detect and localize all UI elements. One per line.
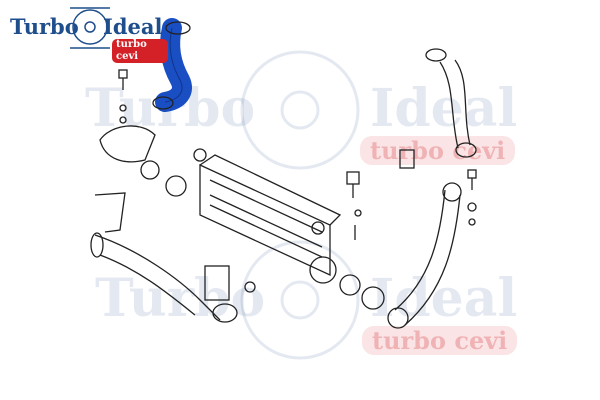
- watermark-word-ideal: Ideal: [370, 78, 518, 139]
- watermark-turbine-icon: [240, 50, 360, 360]
- bolts-right: [467, 169, 477, 226]
- hose-outline: [164, 27, 183, 103]
- clamp-ring: [165, 175, 187, 197]
- intercooler: [193, 148, 342, 284]
- bolts-left: [118, 69, 128, 124]
- watermark-word-ideal: Ideal: [370, 268, 518, 329]
- logo-word-ideal: Ideal: [103, 14, 163, 39]
- hose-clamp: [425, 48, 447, 62]
- lower-left-pipe: [94, 234, 221, 321]
- o-ring: [140, 160, 160, 180]
- hose-clamp: [455, 142, 477, 158]
- logo-badge: turbo cevi: [112, 39, 168, 63]
- pipe-clamp: [442, 182, 462, 202]
- sensor: [399, 149, 415, 169]
- sensor-bracket: [204, 265, 230, 301]
- watermark-word-turbo: Turbo: [95, 268, 266, 329]
- pipe-end: [212, 303, 238, 323]
- hose-clamp: [165, 21, 191, 35]
- pipe-end: [387, 307, 409, 329]
- o-ring: [339, 274, 361, 296]
- watermark-badge: turbo cevi: [360, 136, 516, 165]
- watermark-badge: turbo cevi: [362, 326, 518, 355]
- washer: [244, 281, 256, 293]
- lower-right-pipe: [394, 189, 461, 326]
- elbow-connector: [99, 125, 156, 163]
- pipe-end: [90, 232, 104, 258]
- turbine-logo-icon: [70, 7, 110, 49]
- upper-right-hose: [439, 59, 471, 149]
- logo-word-turbo: Turbo: [10, 14, 79, 39]
- clamp-ring: [361, 286, 385, 310]
- mounting-bolts-middle: [346, 171, 362, 240]
- hose-clamp: [152, 96, 174, 110]
- turbo-ideal-logo: Turbo Ideal turbo cevi: [8, 4, 168, 63]
- bracket: [94, 192, 126, 233]
